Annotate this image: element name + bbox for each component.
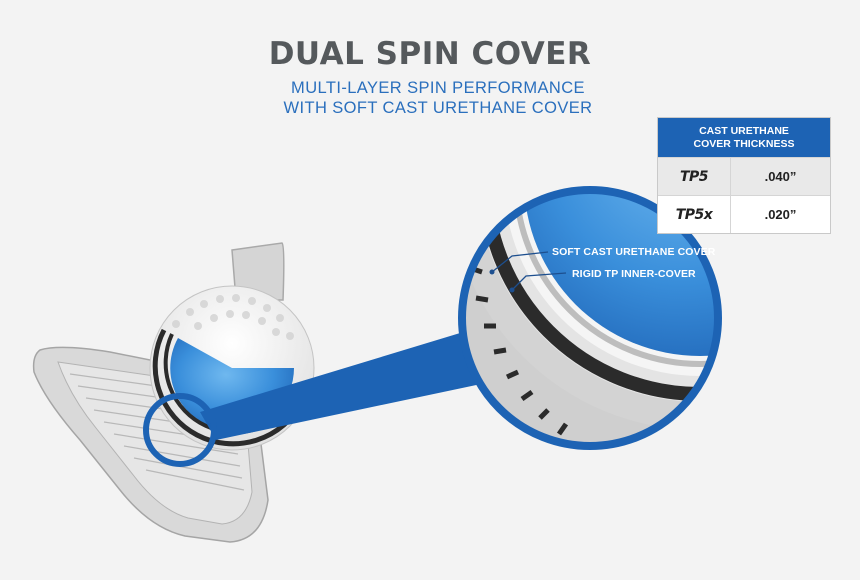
subtitle: MULTI-LAYER SPIN PERFORMANCE WITH SOFT C… (0, 78, 860, 118)
zoom-source-circle (143, 393, 217, 467)
callout-outer-layer: SOFT CAST URETHANE COVER (552, 246, 716, 258)
table-header: CAST URETHANE COVER THICKNESS (658, 118, 830, 157)
cover-teeth (469, 265, 569, 436)
thickness-value-tp5x: .020” (764, 207, 797, 222)
cover-thickness-table: CAST URETHANE COVER THICKNESS TP5 .040” … (657, 117, 831, 234)
thickness-value-tp5: .040” (764, 169, 797, 184)
callout-leader-inner (511, 272, 567, 291)
table-row: TP5x .020” (658, 195, 830, 233)
model-logo-tp5x: TP5x (658, 196, 731, 233)
subtitle-line-2: WITH SOFT CAST URETHANE COVER (283, 99, 593, 117)
club-hosel (231, 242, 285, 301)
zoom-connector (200, 330, 500, 440)
magnifier-ring (458, 186, 722, 450)
model-logo-tp5: TP5 (658, 158, 731, 195)
callout-inner-layer: RIGID TP INNER-COVER (572, 268, 696, 280)
page-title: DUAL SPIN COVER (268, 36, 592, 72)
table-header-line-1: CAST URETHANE (699, 124, 789, 137)
subtitle-line-1: MULTI-LAYER SPIN PERFORMANCE (291, 79, 585, 97)
ball-dimples (172, 294, 294, 340)
callout-leader-outer (491, 251, 549, 273)
table-row: TP5 .040” (658, 157, 830, 195)
table-header-line-2: COVER THICKNESS (693, 137, 795, 150)
